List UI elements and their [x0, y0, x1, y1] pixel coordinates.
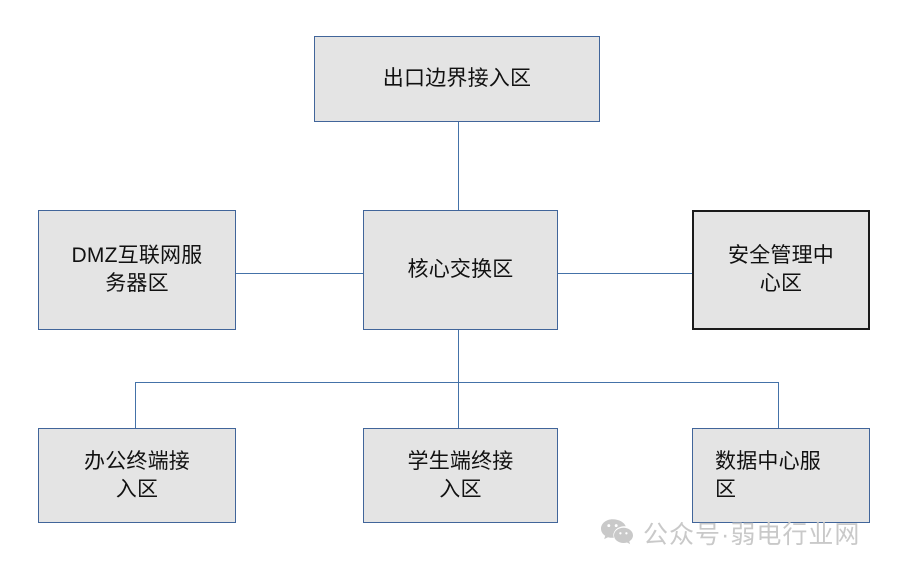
node-label: 出口边界接入区: [382, 67, 532, 91]
wechat-icon: [601, 519, 633, 545]
connector-core-to-bus: [458, 330, 459, 383]
node-security-management-center-zone[interactable]: 安全管理中 心区: [692, 210, 870, 330]
connector-bus-to-office: [135, 382, 136, 428]
node-label: 学生端终接 入区: [407, 449, 514, 501]
node-dmz-internet-server-zone[interactable]: DMZ互联网服 务器区: [38, 210, 236, 330]
node-label: 安全管理中 心区: [728, 244, 834, 295]
node-egress-boundary-zone[interactable]: 出口边界接入区: [314, 36, 600, 122]
connector-dmz-to-core: [236, 273, 363, 274]
connector-bus: [135, 382, 779, 383]
node-label: 核心交换区: [407, 258, 514, 282]
node-office-terminal-access-zone[interactable]: 办公终端接 入区: [38, 428, 236, 523]
node-core-switching-zone[interactable]: 核心交换区: [363, 210, 558, 330]
connector-egress-to-core: [458, 122, 459, 210]
connector-core-to-security: [558, 273, 692, 274]
connector-bus-to-student: [458, 382, 459, 428]
node-data-center-server-zone[interactable]: 数据中心服 区: [692, 428, 870, 523]
connector-bus-to-datacenter: [778, 382, 779, 428]
node-label: DMZ互联网服 务器区: [71, 244, 203, 295]
node-student-terminal-access-zone[interactable]: 学生端终接 入区: [363, 428, 558, 523]
node-label: 数据中心服 区: [715, 449, 821, 501]
node-label: 办公终端接 入区: [84, 449, 190, 501]
